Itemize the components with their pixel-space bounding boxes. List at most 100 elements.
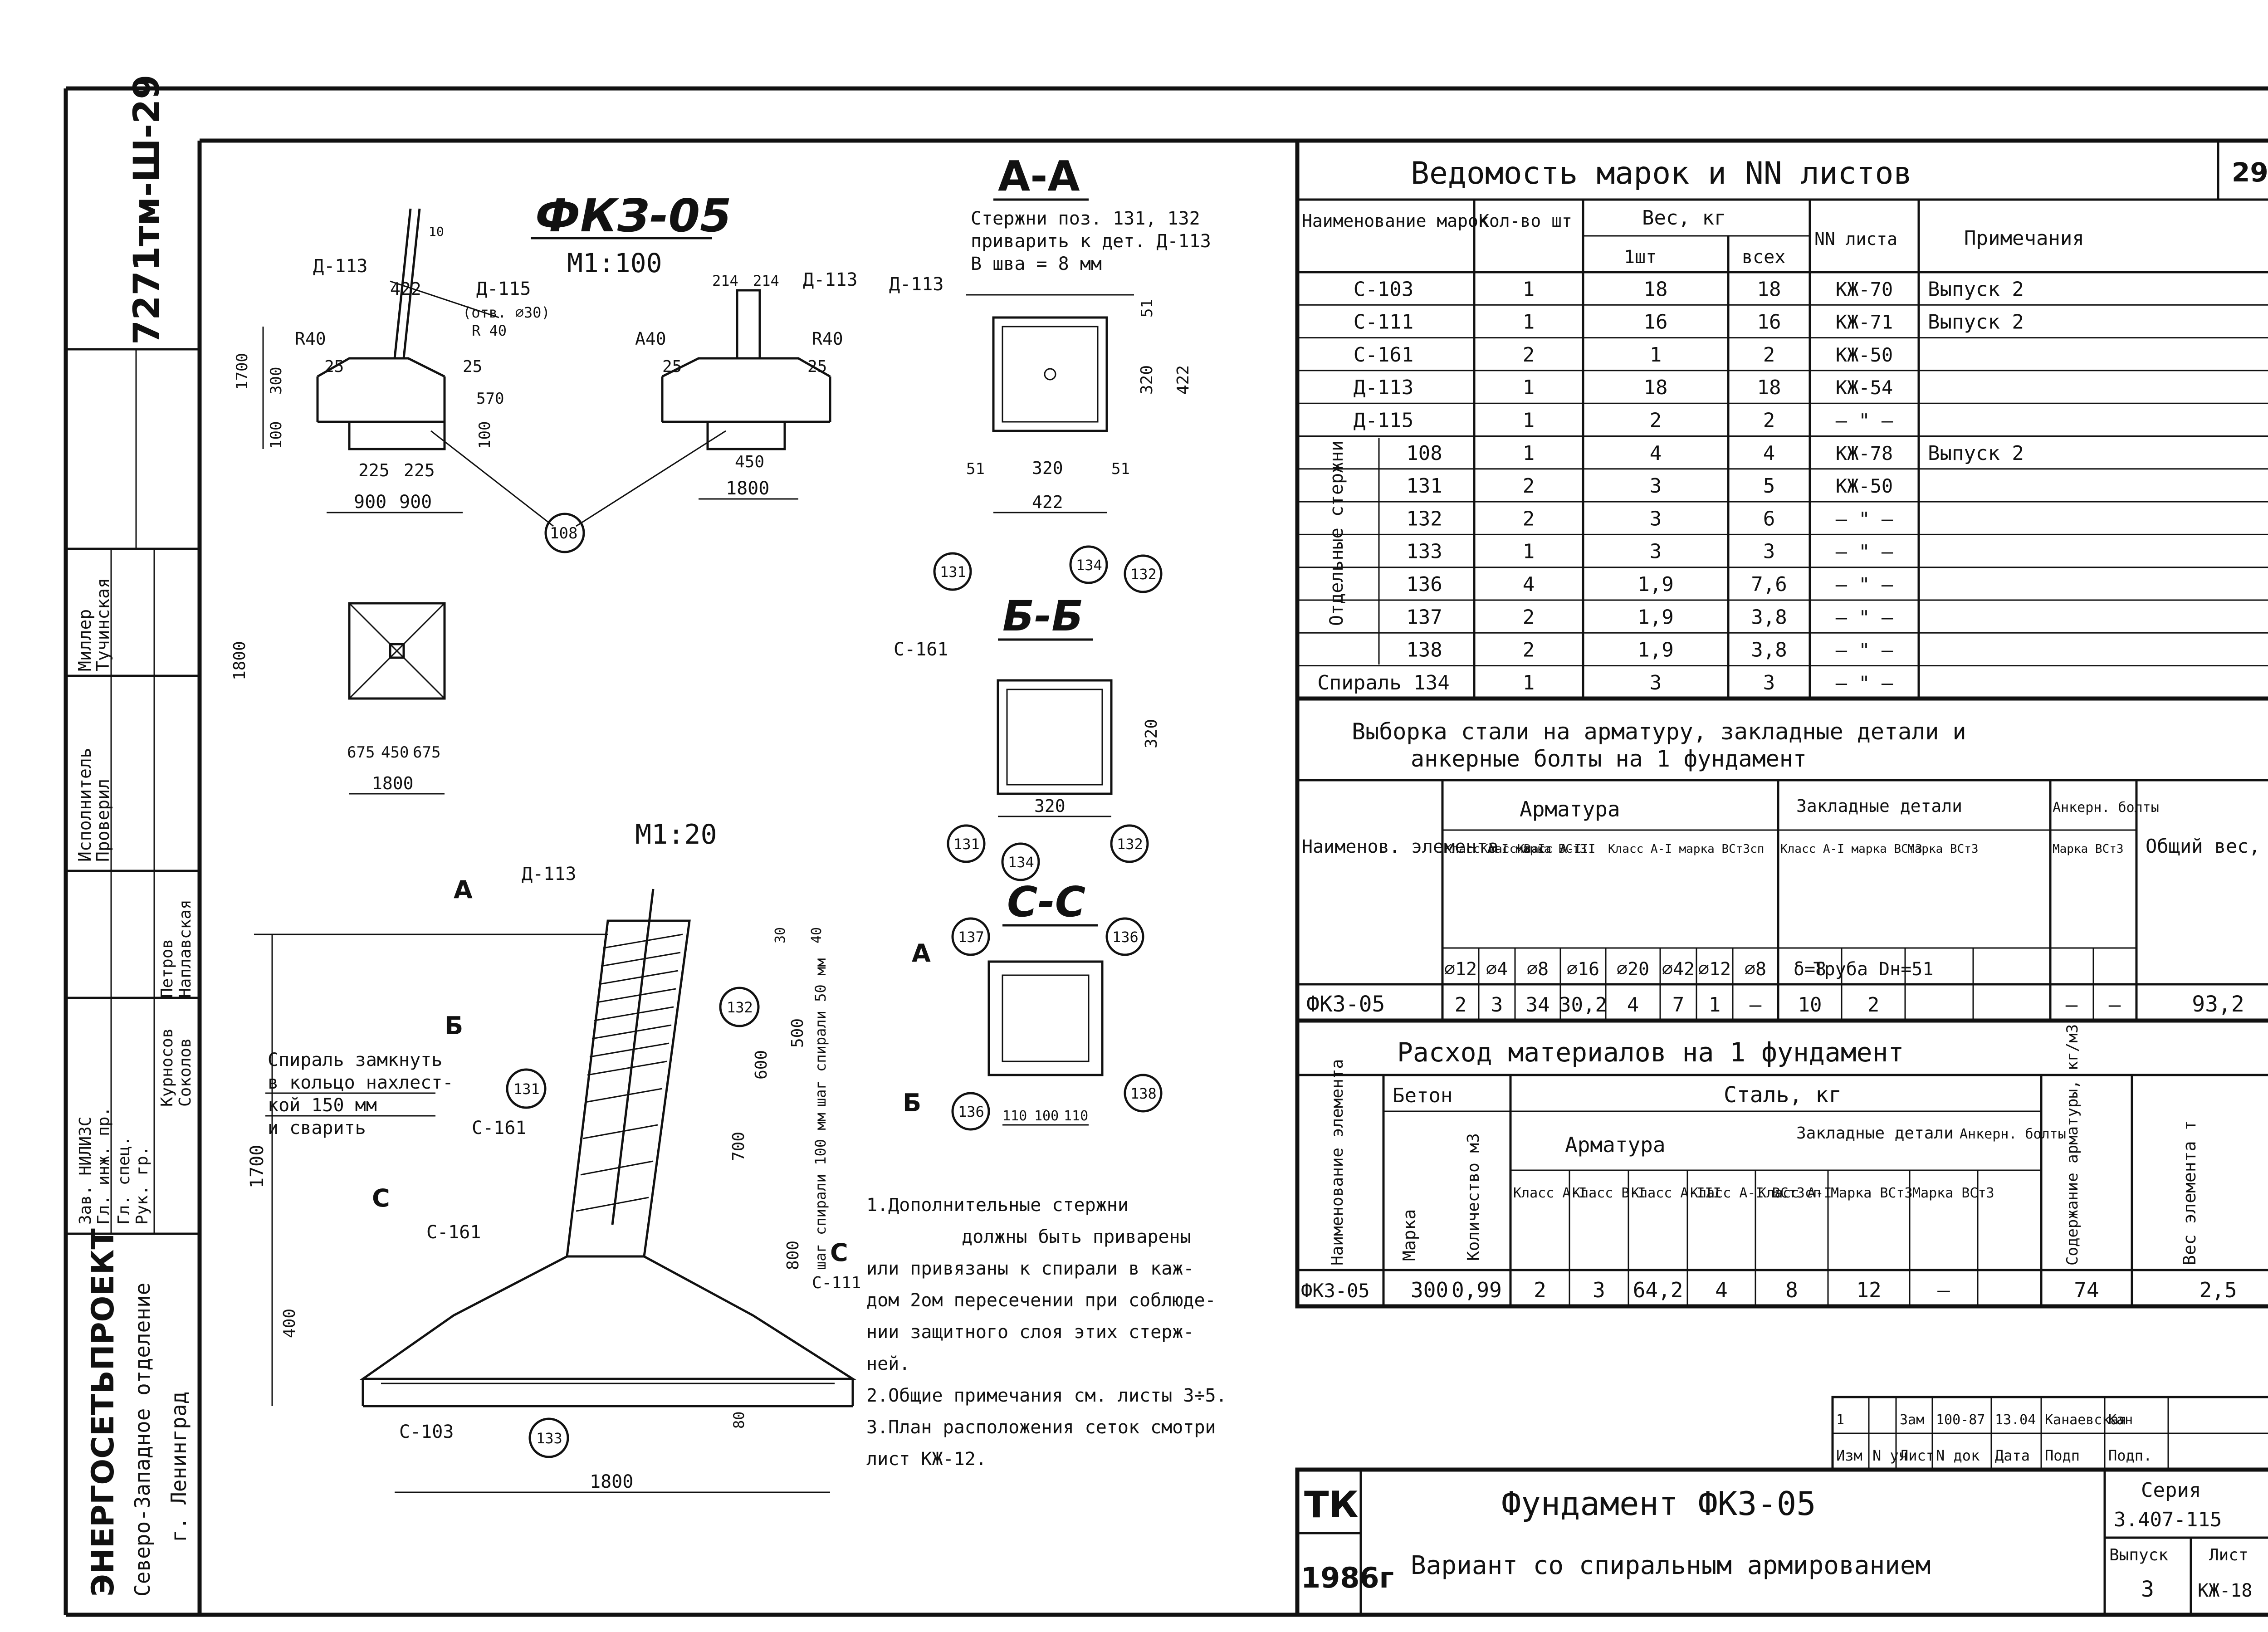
steel-val: 10 — [1798, 993, 1822, 1016]
marks-row-w1: 3 — [1650, 474, 1662, 498]
steel-dia: ⌀8 — [1527, 959, 1549, 980]
note-line-3: или привязаны к спирали в каж- — [866, 1258, 1194, 1279]
section-bb: Б-Б С-161 320 320 131 134 132 — [894, 592, 1161, 881]
steel-val: — — [1750, 993, 1762, 1016]
dim-214-a: 214 — [712, 272, 738, 289]
steel-sub-header: Класс В-I — [1481, 842, 1545, 856]
marks-page: 29 — [2232, 157, 2268, 188]
signer-name-6: Наплавская — [176, 899, 195, 998]
detail-dim-500: 500 — [788, 1018, 807, 1048]
marks-row-wall: 2 — [1763, 409, 1775, 432]
mark-h10: 10 — [429, 224, 444, 239]
steel-dia: Труба Dн=51 — [1813, 959, 1934, 980]
dim-100-a: 100 — [267, 421, 285, 449]
mat-val: 2 — [1534, 1278, 1546, 1302]
marks-row-w1: 16 — [1644, 311, 1668, 334]
marks-row-w1: 3 — [1650, 507, 1662, 530]
bb-dim-320: 320 — [1034, 796, 1066, 816]
mat-sub-header: Класс А-I ВСт3сп — [1690, 1185, 1821, 1201]
marks-row-name: Д-113 — [1354, 376, 1413, 399]
tb-sheet: КЖ-18 — [2198, 1580, 2252, 1601]
signer-role-6: Рук. гр. — [133, 1146, 152, 1225]
stamp-branch: Северо-Западное отделение — [130, 1283, 155, 1597]
marks-h-note: Примечания — [1964, 227, 2084, 250]
marks-row-qty: 1 — [1523, 671, 1535, 694]
mark-r40-left: R40 — [295, 329, 326, 349]
marks-row-wall: 3,8 — [1751, 639, 1787, 662]
marks-row-w1: 4 — [1650, 442, 1662, 465]
cc-pos-137: 137 — [958, 928, 984, 946]
steel-dia: ⌀12 — [1698, 959, 1731, 980]
revision-label: Дата — [1995, 1447, 2030, 1464]
aa-dim-51-a: 51 — [966, 460, 985, 478]
marks-row-sheet: — " — — [1836, 573, 1893, 596]
tb-tk: ТК — [1304, 1484, 1359, 1526]
marks-row-note: Выпуск 2 — [1928, 278, 2024, 301]
signer-name-5: Петров — [158, 939, 176, 998]
marks-row-wall: 4 — [1763, 442, 1775, 465]
signer-name-2: Тучинская — [93, 578, 113, 671]
marks-row-wall: 3 — [1763, 671, 1775, 694]
cut-c-left: С — [372, 1184, 390, 1212]
mat-h-mark: Марка — [1399, 1209, 1419, 1261]
detail-mark-c103: С-103 — [399, 1422, 454, 1442]
marks-row-note: Выпуск 2 — [1928, 311, 2024, 334]
steel-val: — — [2066, 993, 2078, 1016]
marks-row-qty: 2 — [1523, 474, 1535, 498]
mat-row-name: ФКЗ-05 — [1301, 1280, 1370, 1302]
mark-d113-right: Д-113 — [803, 269, 857, 290]
dim-25-c: 25 — [662, 357, 682, 376]
revision-cell: Зам — [1900, 1412, 1924, 1428]
marks-row-wall: 3 — [1763, 540, 1775, 563]
spiral-hatch — [576, 933, 683, 1212]
detail-dim-40: 40 — [809, 927, 825, 943]
marks-row-name: 136 — [1406, 573, 1442, 596]
marks-row-qty: 1 — [1523, 442, 1535, 465]
table-steel: Выборка стали на арматуру, закладные дет… — [1295, 696, 2268, 1023]
table-mat: Расход материалов на 1 фундамент Наимено… — [1295, 1018, 2268, 1309]
marks-h-weight: Вес, кг — [1642, 206, 1726, 230]
steel-sub-header: Марка ВСт3 — [1907, 842, 1979, 856]
mat-sub-header: Марка ВСт3 — [1831, 1185, 1913, 1201]
marks-row-qty: 1 — [1523, 311, 1535, 334]
marks-row-name: 133 — [1406, 540, 1442, 563]
marks-row-w1: 1,9 — [1637, 639, 1673, 662]
tb-sheet-label: Лист — [2209, 1546, 2248, 1564]
marks-row-sheet: КЖ-71 — [1836, 311, 1893, 333]
elevation-small: ФКЗ-05 М1:100 900 900 225 225 422 Д-113 … — [230, 189, 857, 795]
dim-25-a: 25 — [324, 357, 344, 376]
mark-a40: А40 — [635, 329, 666, 349]
tb-issue-label: Выпуск — [2109, 1546, 2168, 1564]
marks-row-wall: 5 — [1763, 474, 1775, 498]
marks-h-qty: Кол-во шт — [1479, 211, 1572, 231]
aa-dim-51-v: 51 — [1138, 299, 1156, 318]
mat-h-concrete: Бетон — [1393, 1084, 1452, 1107]
mat-sub-header: Класс А-I — [1513, 1185, 1587, 1201]
cut-a-right: А — [912, 939, 931, 967]
cc-pos-138: 138 — [1130, 1085, 1157, 1102]
steel-val: 4 — [1627, 993, 1639, 1016]
marks-row-wall: 6 — [1763, 507, 1775, 530]
mat-h-name: Наименование элемента — [1328, 1059, 1347, 1266]
tb-series: 3.407-115 — [2114, 1508, 2222, 1531]
spiral-note-4: и сварить — [268, 1118, 366, 1138]
left-stamp: 7271тм-Ш-29 ЭНЕРГОСЕТЬПРОЕКТ Северо-Запа… — [66, 74, 200, 1597]
marks-row-qty: 4 — [1523, 573, 1535, 596]
signer-name-3: Курносов — [158, 1028, 176, 1107]
marks-row-w1: 18 — [1644, 278, 1668, 301]
aa-dim-320-v: 320 — [1138, 365, 1156, 395]
marks-row-name: 108 — [1406, 442, 1442, 465]
note-line-1: 1.Дополнительные стержни — [866, 1195, 1129, 1216]
detail-pitch-50: шаг спирали 50 мм — [812, 958, 829, 1107]
mat-row-weight: 2,5 — [2199, 1278, 2237, 1302]
detail-mark-c161-a: С-161 — [472, 1118, 526, 1138]
dim-422: 422 — [390, 279, 421, 299]
detail-pos-131: 131 — [513, 1080, 540, 1098]
marks-h-name: Наименование марок — [1302, 211, 1489, 231]
steel-dia: ⌀12 — [1444, 959, 1477, 980]
steel-title-1: Выборка стали на арматуру, закладные дет… — [1352, 718, 1966, 745]
tb-series-label: Серия — [2141, 1479, 2201, 1502]
dim-225-a: 225 — [358, 460, 390, 480]
signer-role-4: Гл. инж. пр. — [94, 1107, 113, 1225]
